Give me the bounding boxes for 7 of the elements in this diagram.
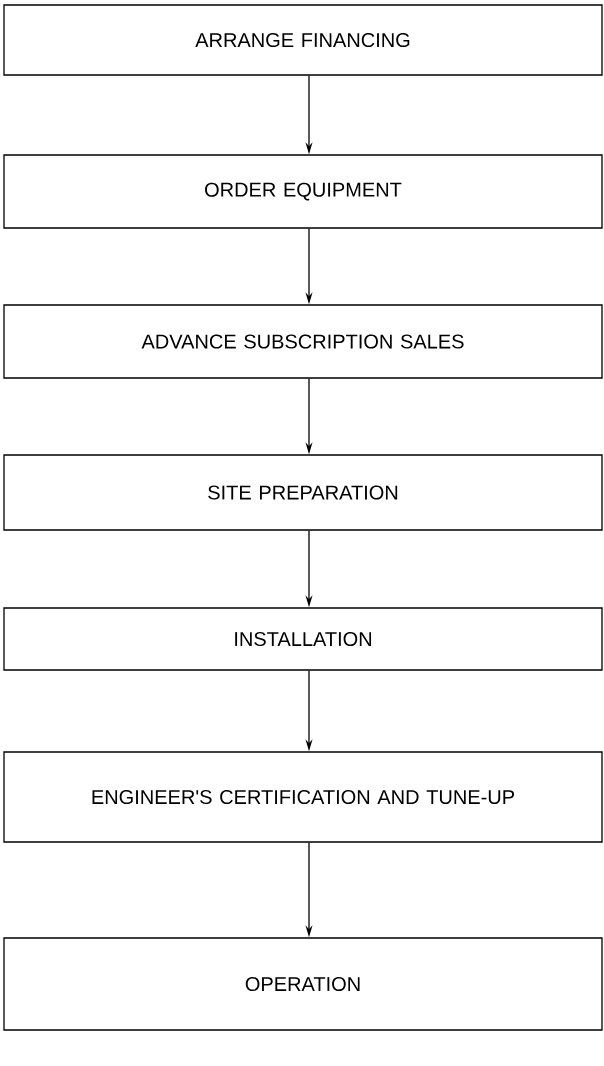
process-box: ORDER EQUIPMENT [3,154,603,229]
process-box: ENGINEER'S CERTIFICATION AND TUNE-UP [3,751,603,843]
process-box: OPERATION [3,937,603,1031]
process-box: ARRANGE FINANCING [3,4,603,76]
process-box: SITE PREPARATION [3,454,603,531]
process-box: ADVANCE SUBSCRIPTION SALES [3,304,603,379]
process-box: INSTALLATION [3,607,603,671]
